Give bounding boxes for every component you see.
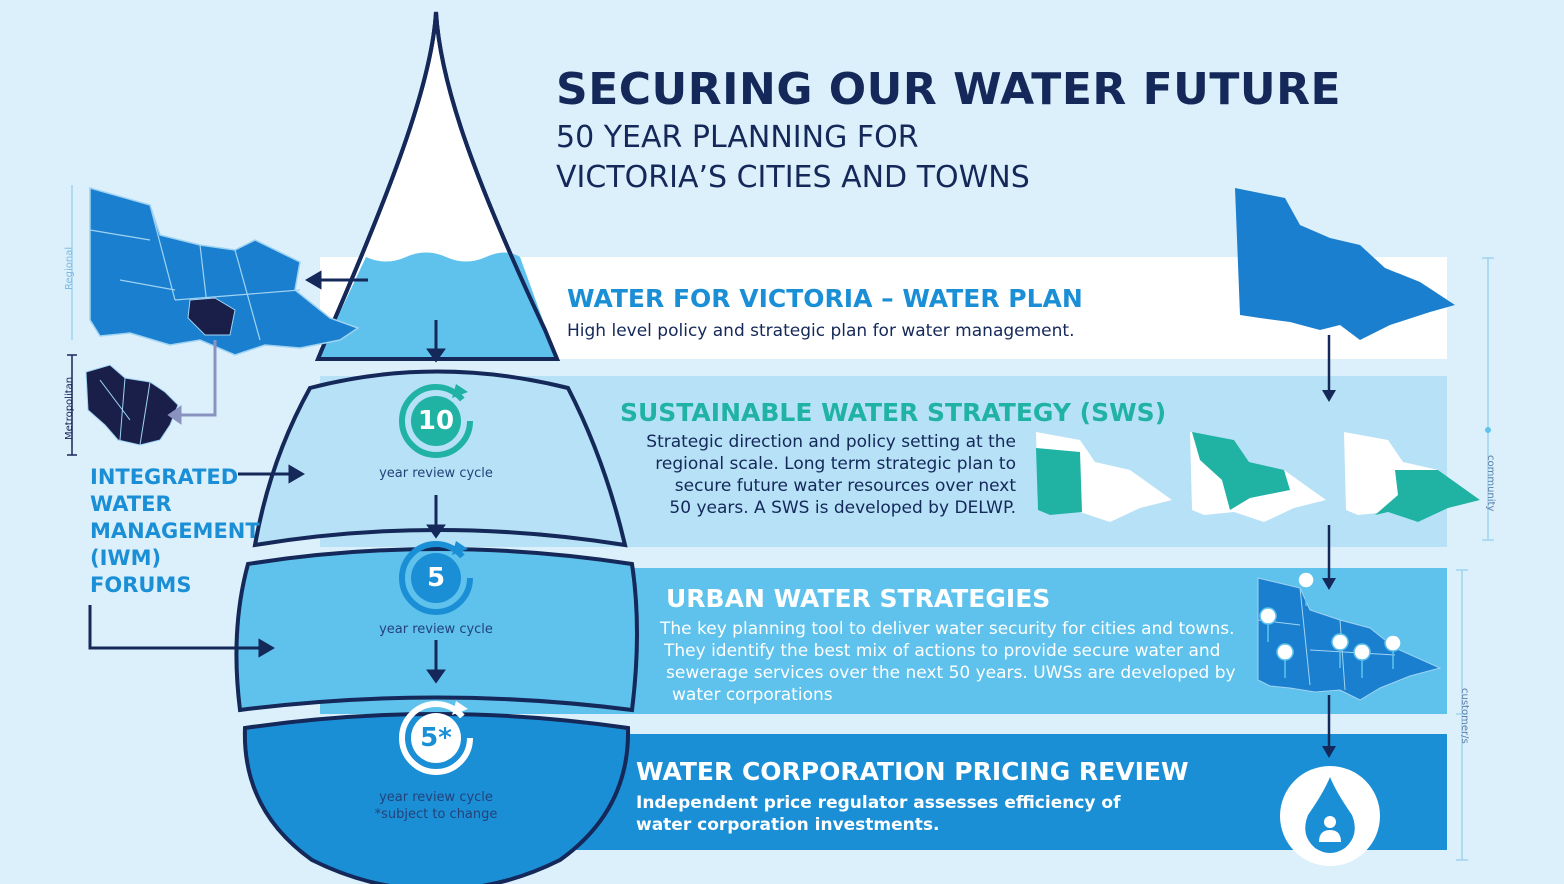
sws-description-line: regional scale. Long term strategic plan… — [655, 454, 1016, 474]
map-pin-icon — [1259, 571, 1402, 679]
sws-region-map-east — [1344, 432, 1480, 522]
page-title: SECURING OUR WATER FUTURE — [556, 64, 1342, 115]
page-subtitle-line1: 50 YEAR PLANNING FOR — [556, 120, 919, 155]
sws-description-line: 50 years. A SWS is developed by DELWP. — [669, 498, 1016, 518]
sws-description-line: secure future water resources over next — [674, 476, 1016, 496]
iwm-line: WATER — [90, 492, 172, 516]
cycle-5star-number: 5* — [420, 723, 452, 753]
iwm-line: INTEGRATED — [90, 465, 239, 489]
regional-side-label: Regional — [64, 246, 75, 290]
uws-description-line: water corporations — [672, 685, 833, 705]
iwm-line: MANAGEMENT — [90, 519, 260, 543]
uws-description-line: They identify the best mix of actions to… — [664, 641, 1221, 661]
community-side-label: community — [1485, 455, 1496, 512]
sws-region-map-central — [1190, 432, 1326, 522]
iwm-line: (IWM) — [90, 546, 162, 570]
uws-title: URBAN WATER STRATEGIES — [666, 584, 1051, 613]
cycle-5star-note: *subject to change — [374, 807, 498, 822]
iwm-line: FORUMS — [90, 573, 192, 597]
drop-section-5yr-bulb — [242, 712, 631, 884]
water-wave — [318, 252, 557, 359]
metropolitan-map — [85, 364, 179, 446]
water-plan-description: High level policy and strategic plan for… — [567, 321, 1075, 341]
pricing-review-title: WATER CORPORATION PRICING REVIEW — [636, 757, 1189, 786]
cycle-5-label: year review cycle — [379, 622, 493, 637]
pricing-review-description: Independent price regulator assesses eff… — [636, 792, 1121, 836]
page-subtitle-line2: VICTORIA’S CITIES AND TOWNS — [556, 160, 1030, 195]
person-icon — [1319, 816, 1341, 842]
uws-victoria-map — [1257, 577, 1442, 701]
cycle-5star-label: year review cycle — [379, 790, 493, 805]
cycle-10-number: 10 — [417, 406, 455, 436]
metropolitan-side-label: Metropolitan — [64, 376, 75, 440]
sws-description-line: Strategic direction and policy setting a… — [646, 432, 1016, 452]
drop-section-10yr — [252, 369, 628, 548]
cycle-10-label: year review cycle — [379, 466, 493, 481]
pricing-description-line: water corporation investments. — [636, 815, 940, 835]
cycle-arrow-icon — [399, 541, 473, 615]
cycle-arrow-icon — [399, 701, 473, 775]
water-plan-title: WATER FOR VICTORIA – WATER PLAN — [567, 284, 1083, 313]
cycle-arrow-icon — [399, 384, 473, 458]
uws-description: The key planning tool to deliver water s… — [660, 618, 1236, 706]
sws-description: Strategic direction and policy setting a… — [580, 431, 1016, 519]
uws-description-line: sewerage services over the next 50 years… — [666, 663, 1236, 683]
water-drop-icon — [1305, 777, 1355, 853]
uws-description-line: The key planning tool to deliver water s… — [660, 619, 1235, 639]
sws-region-map-west — [1036, 432, 1172, 522]
victoria-map-right — [1235, 188, 1455, 340]
iwm-forums-label: INTEGRATED WATER MANAGEMENT (IWM) FORUMS — [90, 464, 260, 599]
pricing-description-line: Independent price regulator assesses eff… — [636, 793, 1121, 813]
customers-side-label: customer/s — [1459, 688, 1470, 744]
sws-title: SUSTAINABLE WATER STRATEGY (SWS) — [620, 398, 1167, 427]
cycle-5-number: 5 — [426, 563, 446, 593]
